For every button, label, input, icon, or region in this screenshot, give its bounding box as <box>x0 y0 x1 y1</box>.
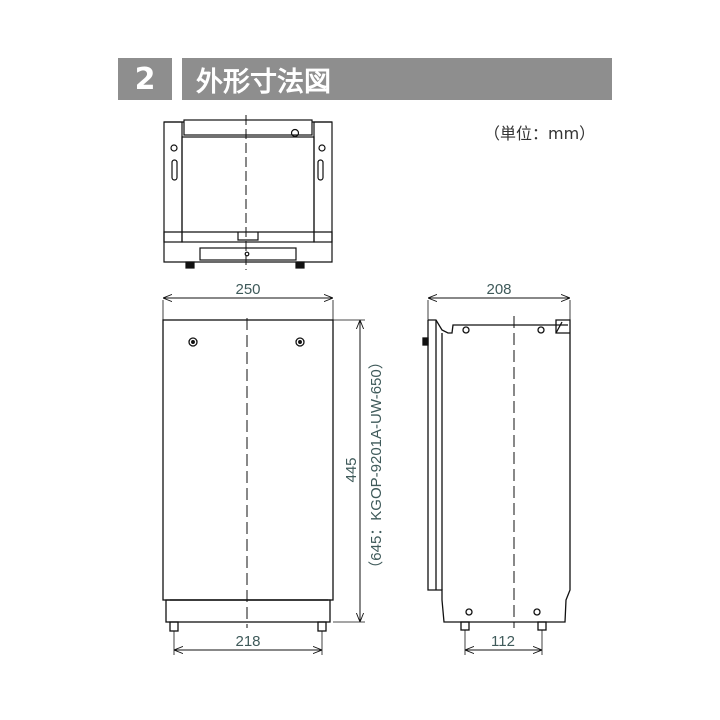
section-number: 2 <box>118 58 172 100</box>
dim-front-width: 250 <box>235 281 260 298</box>
dim-height-note: （645：KGOP-9201A-UW-650） <box>368 354 385 575</box>
dim-height: 445 <box>343 457 360 482</box>
front-view <box>162 298 365 655</box>
top-view <box>163 115 333 270</box>
page-title: 外形寸法図 <box>182 58 612 100</box>
dim-front-base-width: 218 <box>235 633 260 650</box>
unit-label: （単位：mm） <box>484 124 596 143</box>
side-view <box>422 298 571 655</box>
dim-side-base-depth: 112 <box>491 633 515 650</box>
dim-side-depth: 208 <box>486 281 511 298</box>
